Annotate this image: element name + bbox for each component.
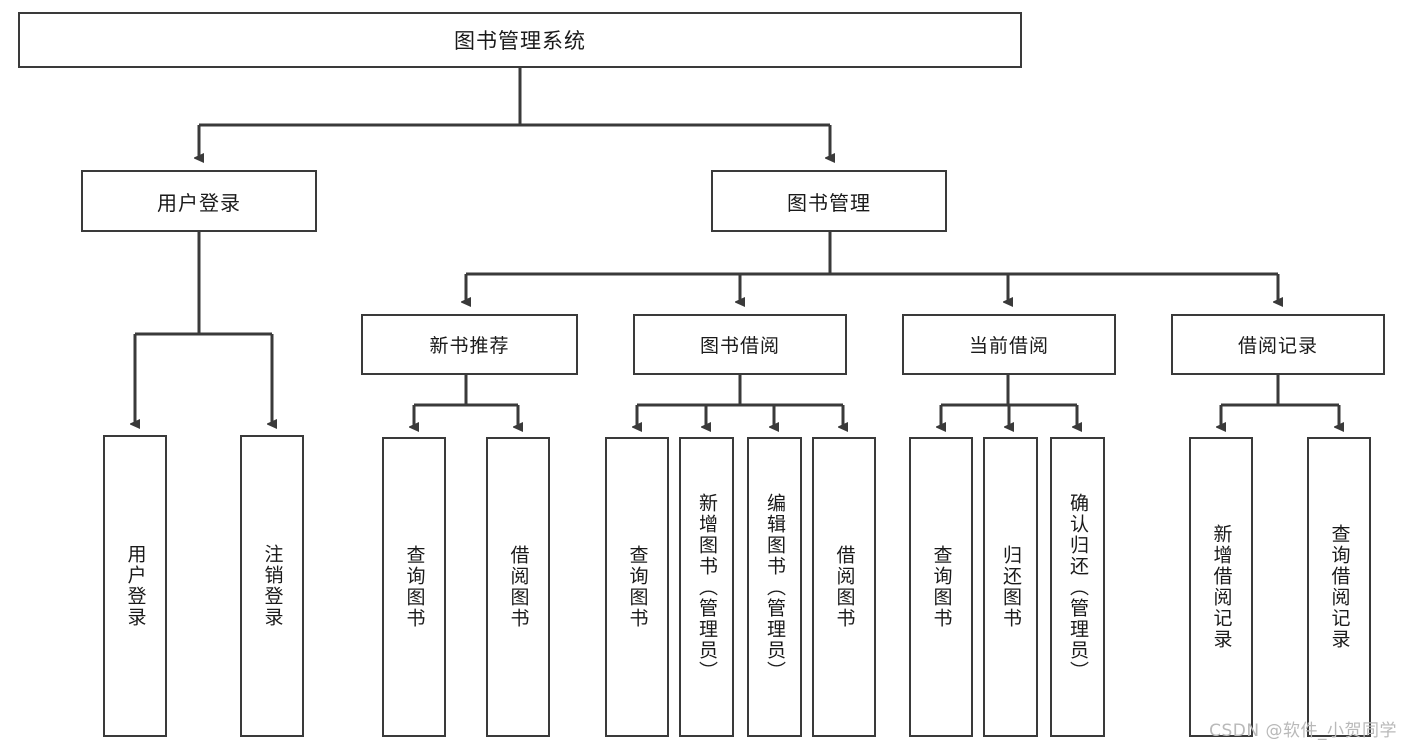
leaf-new-book-1[interactable]: 查询图书 [382,437,446,737]
leaf-label: 查询图书 [403,545,426,629]
leaf-label: 新增图书（管理员） [696,492,719,682]
csdn-watermark: CSDN @软件_小贺同学 [1209,721,1397,741]
node-borrow-record[interactable]: 借阅记录 [1171,314,1385,375]
node-current-borrow-label: 当前借阅 [968,335,1049,357]
leaf-borrow-record-2[interactable]: 查询借阅记录 [1307,437,1371,737]
node-root[interactable]: 图书管理系统 [18,12,1022,68]
leaf-label: 新增借阅记录 [1210,524,1233,650]
leaf-label: 注销登录 [261,544,284,628]
leaf-book-borrow-1[interactable]: 查询图书 [605,437,669,737]
leaf-current-borrow-3[interactable]: 确认归还（管理员） [1050,437,1105,737]
leaf-label: 确认归还（管理员） [1067,492,1090,682]
leaf-label: 查询借阅记录 [1328,524,1351,650]
leaf-current-borrow-2[interactable]: 归还图书 [983,437,1038,737]
node-book-borrow-label: 图书借阅 [699,335,780,357]
leaf-label: 借阅图书 [833,545,856,629]
leaf-label: 查询图书 [930,545,953,629]
leaf-book-borrow-4[interactable]: 借阅图书 [812,437,876,737]
leaf-current-borrow-1[interactable]: 查询图书 [909,437,973,737]
node-user-login[interactable]: 用户登录 [81,170,317,232]
leaf-user-login-2[interactable]: 注销登录 [240,435,304,737]
node-user-login-label: 用户登录 [157,190,241,215]
node-root-label: 图书管理系统 [454,29,586,53]
leaf-label: 编辑图书（管理员） [764,492,787,682]
leaf-book-borrow-2[interactable]: 新增图书（管理员） [679,437,734,737]
node-book-manage-label: 图书管理 [787,190,871,215]
node-book-manage[interactable]: 图书管理 [711,170,947,232]
leaf-book-borrow-3[interactable]: 编辑图书（管理员） [747,437,802,737]
leaf-user-login-1[interactable]: 用户登录 [103,435,167,737]
leaf-label: 借阅图书 [507,545,530,629]
leaf-label: 归还图书 [1000,545,1023,629]
node-borrow-record-label: 借阅记录 [1237,335,1318,357]
node-current-borrow[interactable]: 当前借阅 [902,314,1116,375]
node-new-book-recommend[interactable]: 新书推荐 [361,314,578,375]
leaf-label: 用户登录 [124,544,147,628]
leaf-label: 查询图书 [626,545,649,629]
leaf-borrow-record-1[interactable]: 新增借阅记录 [1189,437,1253,737]
node-book-borrow[interactable]: 图书借阅 [633,314,847,375]
node-new-book-recommend-label: 新书推荐 [429,335,510,357]
leaf-new-book-2[interactable]: 借阅图书 [486,437,550,737]
